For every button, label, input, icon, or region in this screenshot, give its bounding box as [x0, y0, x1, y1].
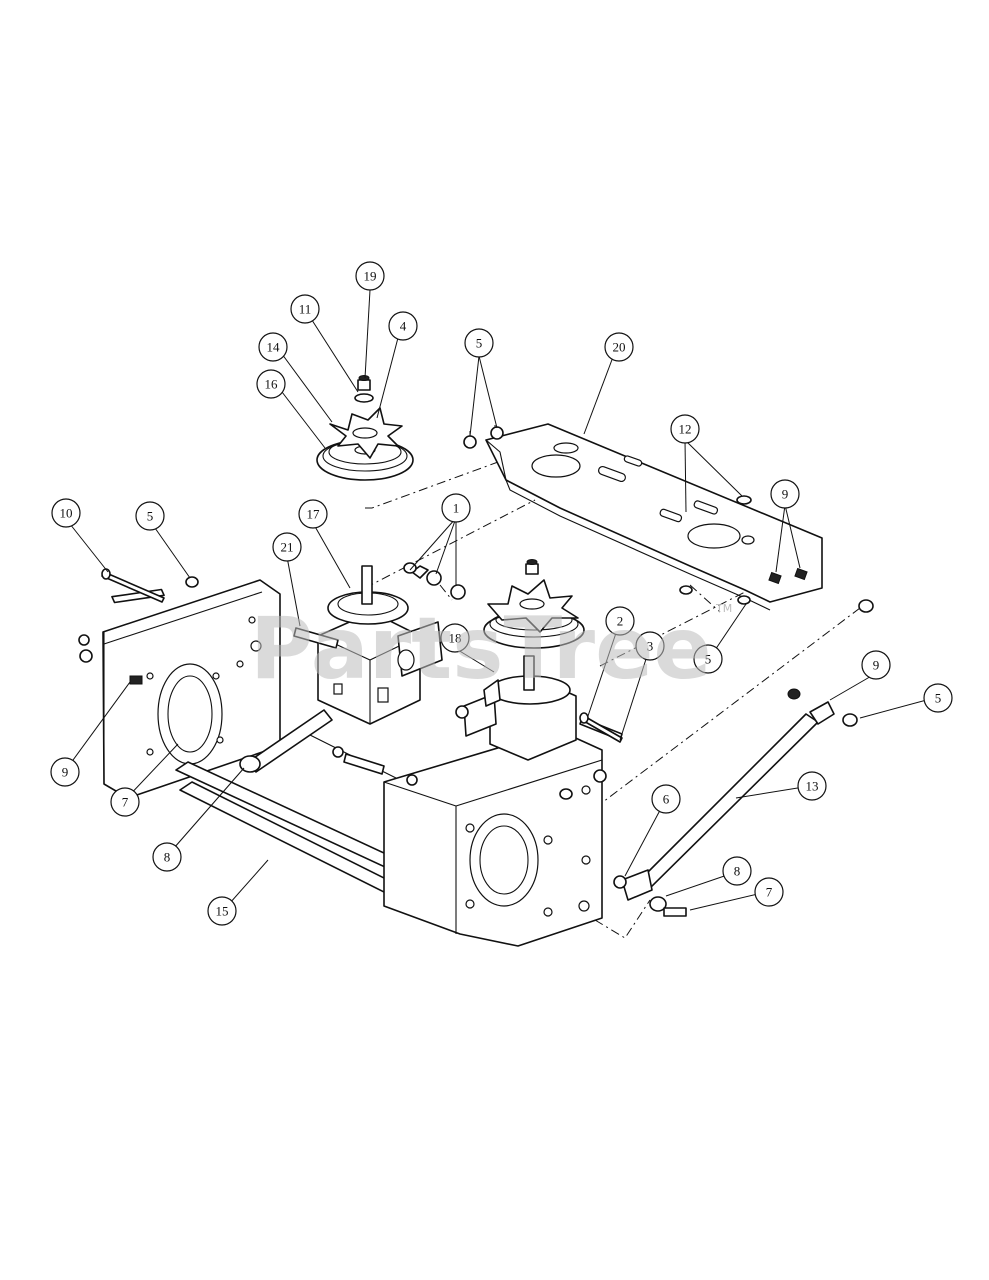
- svg-text:7: 7: [122, 795, 129, 810]
- callout-10: 10: [51, 498, 81, 528]
- callout-3: 3: [635, 631, 665, 661]
- callout-18: 18: [440, 623, 470, 653]
- callout-17: 17: [298, 499, 328, 529]
- callout-5-mid: 5: [693, 644, 723, 674]
- callout-14: 14: [258, 332, 288, 362]
- callout-15: 15: [207, 896, 237, 926]
- callout-9-right: 9: [861, 650, 891, 680]
- callout-20: 20: [604, 332, 634, 362]
- callout-9-top-right: 9: [770, 479, 800, 509]
- callout-11: 11: [290, 294, 320, 324]
- callout-5-left: 5: [135, 501, 165, 531]
- watermark-trademark: TM: [715, 602, 732, 615]
- svg-text:5: 5: [705, 652, 712, 667]
- svg-text:8: 8: [164, 850, 171, 865]
- callout-7-left: 7: [110, 787, 140, 817]
- svg-text:17: 17: [307, 507, 321, 522]
- callout-1: 1: [441, 493, 471, 523]
- callout-5-top: 5: [464, 328, 494, 358]
- callout-6: 6: [651, 784, 681, 814]
- svg-text:14: 14: [267, 340, 281, 355]
- callout-13: 13: [797, 771, 827, 801]
- callout-12: 12: [670, 414, 700, 444]
- svg-text:10: 10: [60, 506, 73, 521]
- svg-text:11: 11: [299, 302, 312, 317]
- watermark-text: PartsTree: [250, 599, 712, 699]
- callout-2: 2: [605, 606, 635, 636]
- svg-text:5: 5: [476, 336, 483, 351]
- callout-21: 21: [272, 532, 302, 562]
- svg-text:6: 6: [663, 792, 670, 807]
- svg-text:18: 18: [449, 631, 462, 646]
- svg-text:16: 16: [265, 377, 279, 392]
- svg-text:3: 3: [647, 639, 654, 654]
- svg-text:2: 2: [617, 614, 624, 629]
- svg-text:4: 4: [400, 319, 407, 334]
- svg-text:15: 15: [216, 904, 229, 919]
- callout-4: 4: [388, 311, 418, 341]
- callout-9-left: 9: [50, 757, 80, 787]
- callout-19: 19: [355, 261, 385, 291]
- watermark: PartsTree TM: [250, 599, 732, 699]
- svg-text:20: 20: [613, 340, 626, 355]
- svg-text:9: 9: [782, 487, 789, 502]
- callout-8-right: 8: [722, 856, 752, 886]
- svg-text:1: 1: [453, 501, 460, 516]
- bolts: [101, 562, 623, 743]
- upper-pulley-assembly: [316, 375, 414, 481]
- svg-text:7: 7: [766, 885, 773, 900]
- callout-5-right: 5: [923, 683, 953, 713]
- svg-text:9: 9: [873, 658, 880, 673]
- top-mounting-plate: [463, 423, 823, 611]
- svg-text:13: 13: [806, 779, 819, 794]
- svg-text:5: 5: [147, 509, 154, 524]
- left-gearbox: [239, 565, 466, 773]
- svg-text:8: 8: [734, 864, 741, 879]
- right-side-plate: [343, 729, 607, 947]
- svg-text:19: 19: [364, 269, 377, 284]
- callout-8-left: 8: [152, 842, 182, 872]
- svg-text:9: 9: [62, 765, 69, 780]
- svg-text:5: 5: [935, 691, 942, 706]
- callout-16: 16: [256, 369, 286, 399]
- svg-text:21: 21: [281, 540, 294, 555]
- svg-text:12: 12: [679, 422, 692, 437]
- callout-7-right: 7: [754, 877, 784, 907]
- diagonal-brace: [332, 599, 874, 917]
